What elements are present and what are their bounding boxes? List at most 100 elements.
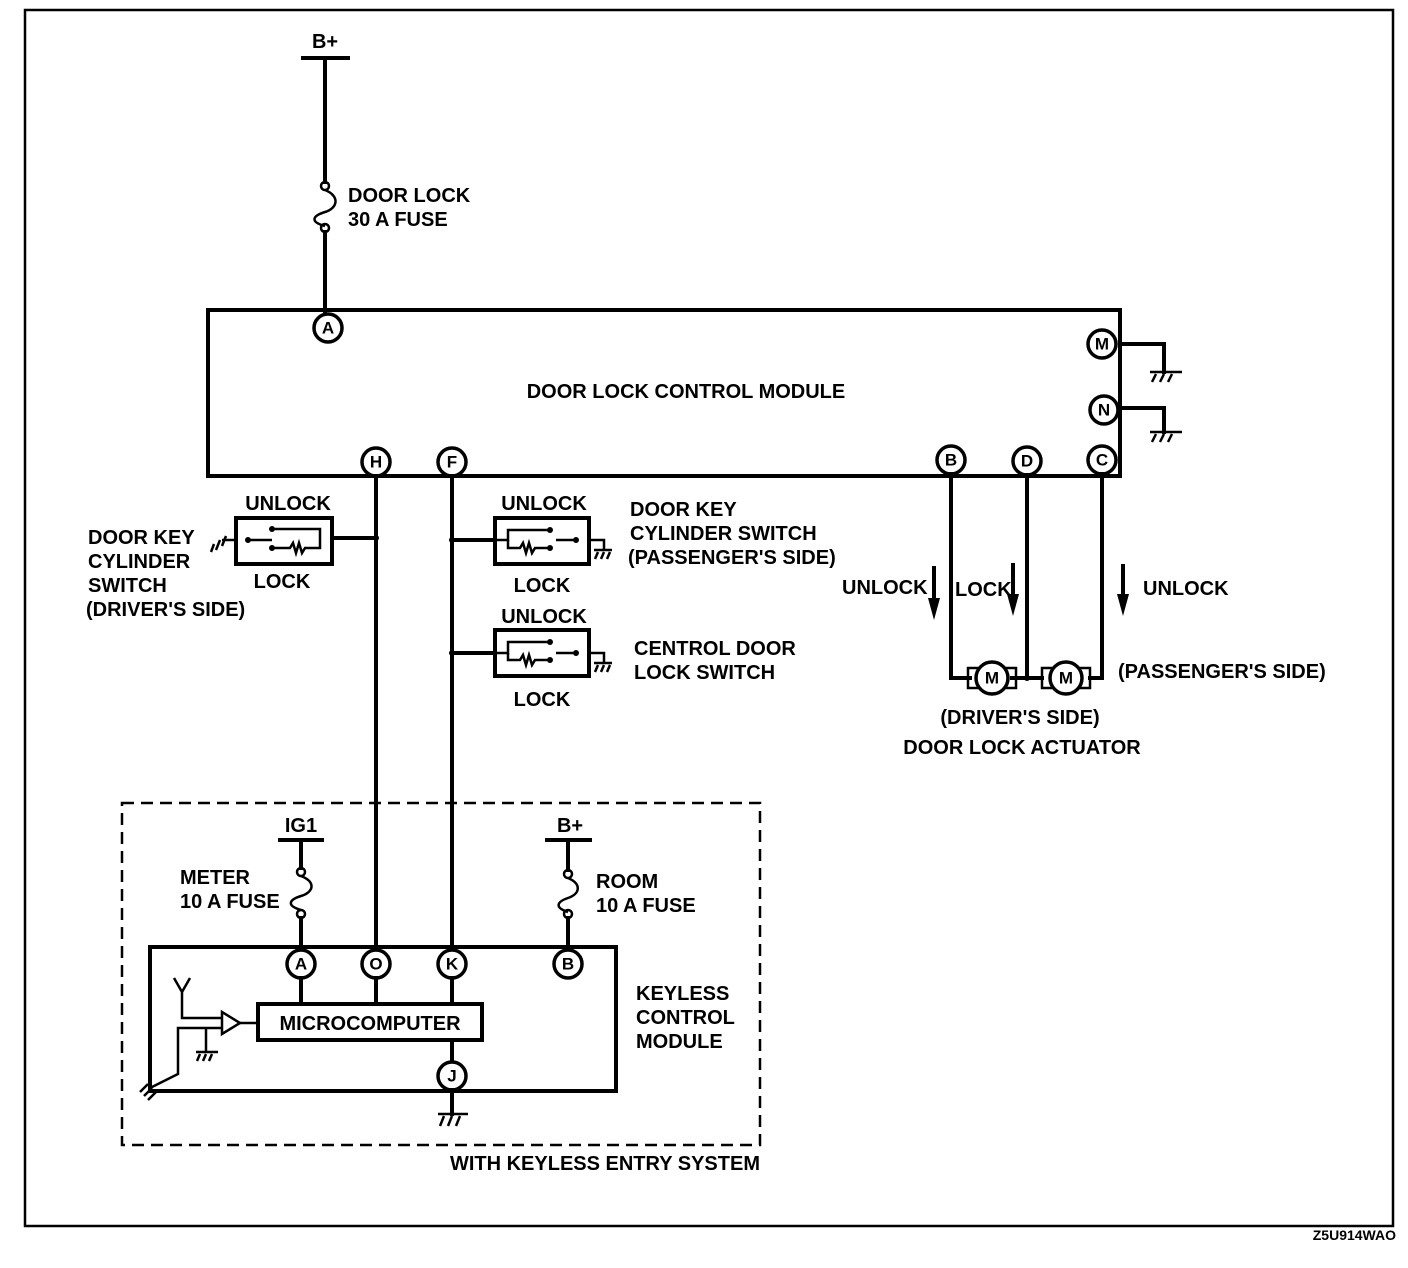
switch-label-line3: (PASSENGER'S SIDE)	[628, 547, 836, 569]
switch-contact	[547, 545, 553, 551]
module-box	[206, 308, 1122, 478]
meter-fuse-label-line1: METER	[180, 867, 251, 889]
switch-label-line2: LOCK SWITCH	[634, 662, 775, 684]
switch-label-line2: CYLINDER SWITCH	[630, 523, 817, 545]
lock-label: LOCK	[514, 689, 571, 711]
switch-label-line1: DOOR KEY	[88, 527, 195, 549]
ground-hatch	[195, 1053, 214, 1062]
wire	[149, 1026, 222, 1090]
switch-contact	[573, 537, 579, 543]
door-lock-actuators: UNLOCK LOCK UNLOCK M M (PASSENGER'S SIDE…	[842, 472, 1326, 759]
switch-contact	[547, 639, 553, 645]
central-door-lock-switch: UNLOCK LOCK CENTROL DOOR LOCK SWITCH	[449, 606, 796, 711]
room-fuse-label-line1: ROOM	[596, 871, 658, 893]
actuator-title: DOOR LOCK ACTUATOR	[903, 737, 1141, 759]
junction	[449, 650, 455, 656]
room-supply-label: B+	[557, 815, 583, 837]
room-fuse-icon	[557, 876, 579, 914]
passenger-motor-icon: M	[1040, 660, 1092, 696]
wire-c	[1088, 472, 1104, 680]
module-label: DOOR LOCK CONTROL MODULE	[527, 381, 846, 403]
lock-arrow-label: LOCK	[955, 579, 1012, 601]
lock-label: LOCK	[254, 571, 311, 593]
junction	[373, 535, 379, 541]
keyless-module-box	[148, 945, 618, 1093]
fuse-icon	[313, 188, 337, 228]
fuse-terminal	[319, 180, 331, 192]
lock-label: LOCK	[514, 575, 571, 597]
diagram-frame	[23, 8, 1395, 1228]
ground-n	[1118, 406, 1182, 443]
fuse-label-line1: DOOR LOCK	[348, 185, 471, 207]
unlock-label: UNLOCK	[245, 493, 331, 515]
ground-hatch	[593, 551, 612, 560]
ground-hatch	[593, 664, 612, 673]
switch-line	[272, 527, 322, 538]
ground-icon	[209, 535, 228, 553]
terminal-a-label: A	[322, 319, 334, 338]
lock-arrow-icon	[1007, 563, 1019, 616]
wire	[1118, 406, 1166, 434]
terminal-a-label: A	[295, 955, 307, 974]
main-supply-label: B+	[312, 31, 338, 53]
chassis-ground-icon	[139, 1083, 157, 1101]
switch-contact	[573, 650, 579, 656]
unlock-arrow-icon	[1117, 564, 1129, 616]
motor-symbol: M	[985, 669, 999, 688]
ground-hatch	[1150, 433, 1174, 443]
fuse-terminal	[295, 866, 307, 878]
switch-label-line1: DOOR KEY	[630, 499, 737, 521]
door-lock-control-module: DOOR LOCK CONTROL MODULE A M N C H F B D	[206, 308, 1122, 478]
room-fuse-label-line2: 10 A FUSE	[596, 895, 696, 917]
meter-fuse-label-line2: 10 A FUSE	[180, 891, 280, 913]
terminal-o-label: O	[369, 955, 382, 974]
wire	[589, 651, 606, 663]
terminal-b-label: B	[945, 451, 957, 470]
switch-contact	[547, 657, 553, 663]
keyless-entry-system: WITH KEYLESS ENTRY SYSTEM IG1 METER 10 A…	[120, 801, 762, 1175]
switch-contact	[547, 527, 553, 533]
terminal-d-label: D	[1021, 452, 1033, 471]
antenna-icon	[172, 977, 222, 1020]
unlock-label: UNLOCK	[501, 606, 587, 628]
keyless-group-label: WITH KEYLESS ENTRY SYSTEM	[450, 1153, 760, 1175]
unlock-arrow-label: UNLOCK	[1143, 578, 1229, 600]
motor-symbol: M	[1059, 669, 1073, 688]
keyless-label-line3: MODULE	[636, 1031, 723, 1053]
terminal-m	[1086, 328, 1118, 360]
switch-label-line4: (DRIVER'S SIDE)	[86, 599, 245, 621]
switch-label-line1: CENTROL DOOR	[634, 638, 796, 660]
driver-key-cylinder-switch: UNLOCK LOCK DOOR KEY CYLINDER SWITCH (DR…	[86, 493, 379, 621]
main-power-supply: B+	[301, 31, 350, 184]
terminal-a	[312, 312, 344, 344]
terminal-m-label: M	[1095, 335, 1109, 354]
amplifier-icon	[220, 1009, 243, 1037]
switch-line	[495, 640, 550, 655]
passenger-key-cylinder-switch: UNLOCK LOCK DOOR KEY CYLINDER SWITCH (PA…	[449, 493, 836, 597]
unlock-arrow-label: UNLOCK	[842, 577, 928, 599]
switch-label-line3: SWITCH	[88, 575, 167, 597]
fuse-terminal	[562, 868, 574, 880]
keyless-boundary	[120, 801, 762, 1147]
driver-motor-icon: M	[966, 660, 1018, 696]
fuse-label-line2: 30 A FUSE	[348, 209, 448, 231]
wire	[1118, 342, 1166, 374]
terminal-f-label: F	[447, 453, 457, 472]
door-lock-fuse: DOOR LOCK 30 A FUSE	[313, 180, 471, 314]
switch-line	[495, 528, 550, 542]
junction	[449, 537, 455, 543]
terminal-b	[552, 948, 584, 980]
terminal-h-label: H	[370, 453, 382, 472]
keyless-label-line1: KEYLESS	[636, 983, 729, 1005]
passenger-side-label: (PASSENGER'S SIDE)	[1118, 661, 1326, 683]
wire	[589, 538, 606, 550]
unlock-arrow-icon	[928, 566, 940, 620]
terminal-n-label: N	[1098, 401, 1110, 420]
driver-side-label: (DRIVER'S SIDE)	[940, 707, 1099, 729]
ground-m	[1118, 342, 1182, 383]
terminal-j-label: J	[447, 1067, 456, 1086]
ground-hatch	[438, 1115, 462, 1127]
terminal-k-label: K	[446, 955, 459, 974]
keyless-label-line2: CONTROL	[636, 1007, 735, 1029]
